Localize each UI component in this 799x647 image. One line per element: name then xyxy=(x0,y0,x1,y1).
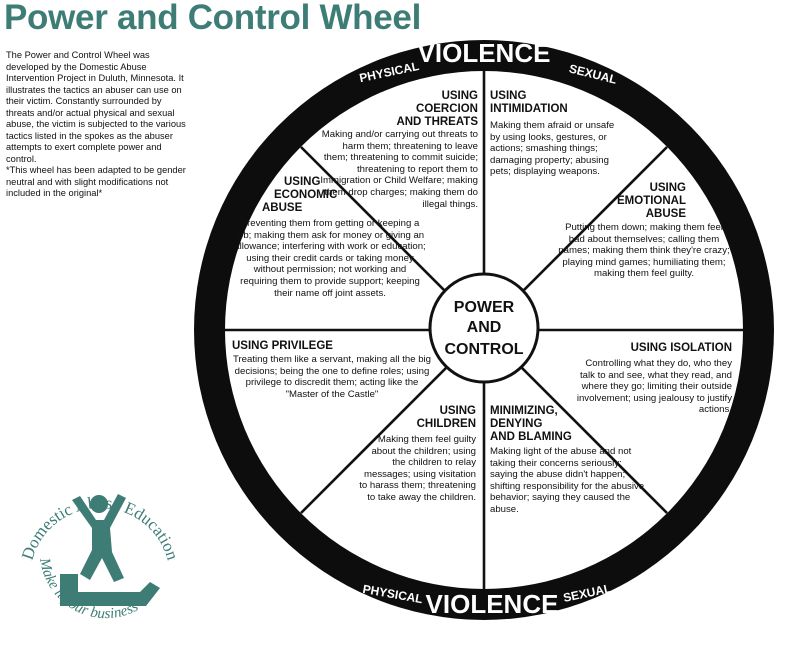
segment-intimidation-heading: USING INTIMIDATION xyxy=(490,90,625,116)
segment-privilege-heading-line: USING PRIVILEGE xyxy=(232,340,333,352)
segment-isolation-body: Controlling what they do, who they talk … xyxy=(576,358,732,416)
segment-economic: USING ECONOMIC ABUSE Preventing them fro… xyxy=(234,176,426,299)
segment-minimizing: MINIMIZING, DENYING AND BLAMING Making l… xyxy=(490,405,650,516)
segment-economic-heading: USING ECONOMIC ABUSE xyxy=(234,176,426,215)
segment-minimizing-heading-line: MINIMIZING, xyxy=(490,405,558,417)
dae-logo: Domestic Abuse Education Make it your bu… xyxy=(18,493,183,622)
segment-isolation-heading-line: USING ISOLATION xyxy=(630,342,732,354)
segment-minimizing-heading: MINIMIZING, DENYING AND BLAMING xyxy=(490,405,650,444)
segment-intimidation-body: Making them afraid or unsafe by using lo… xyxy=(490,120,615,178)
segment-emotional: USING EMOTIONAL ABUSE Putting them down;… xyxy=(556,182,732,280)
segment-emotional-heading-line: USING xyxy=(649,182,686,194)
rim-bottom-center-label: VIOLENCE xyxy=(426,589,559,619)
segment-intimidation: USING INTIMIDATION Making them afraid or… xyxy=(490,90,625,178)
segment-emotional-heading-line: ABUSE xyxy=(645,208,686,220)
segment-minimizing-heading-line: AND BLAMING xyxy=(490,431,572,443)
segment-economic-heading-line: USING xyxy=(284,176,321,188)
page-title: Power and Control Wheel xyxy=(4,0,422,37)
hub-line-2: AND xyxy=(467,319,502,336)
segment-coercion-heading-line: AND THREATS xyxy=(396,116,478,128)
segment-isolation-heading: USING ISOLATION xyxy=(560,342,732,355)
segment-economic-body: Preventing them from getting or keeping … xyxy=(234,218,426,299)
segment-intimidation-heading-line: USING xyxy=(490,90,527,102)
segment-intimidation-heading-line: INTIMIDATION xyxy=(490,103,568,115)
segment-isolation: USING ISOLATION Controlling what they do… xyxy=(560,342,732,416)
segment-emotional-heading: USING EMOTIONAL ABUSE xyxy=(556,182,732,221)
segment-emotional-body: Putting them down; making them feel bad … xyxy=(558,222,730,280)
segment-children: USING CHILDREN Making them feel guilty a… xyxy=(356,405,476,504)
segment-coercion: USING COERCION AND THREATS Making and/or… xyxy=(318,90,478,210)
segment-privilege-heading: USING PRIVILEGE xyxy=(232,340,432,353)
hub-line-1: POWER xyxy=(454,299,515,316)
segment-children-body: Making them feel guilty about the childr… xyxy=(359,434,476,503)
segment-economic-heading-line: ECONOMIC xyxy=(274,189,338,201)
logo-figure-icon xyxy=(60,494,160,606)
segment-coercion-heading-line: USING xyxy=(441,90,478,102)
segment-minimizing-heading-line: DENYING xyxy=(490,418,543,430)
intro-paragraph: The Power and Control Wheel was develope… xyxy=(6,50,186,164)
segment-privilege: USING PRIVILEGE Treating them like a ser… xyxy=(232,340,432,400)
wheel-hub xyxy=(428,272,540,384)
segment-coercion-body: Making and/or carrying out threats to ha… xyxy=(320,129,478,210)
segment-minimizing-body: Making light of the abuse and not taking… xyxy=(490,446,645,515)
segment-children-heading-line: CHILDREN xyxy=(416,418,476,430)
intro-note: *This wheel has been adapted to be gende… xyxy=(6,165,186,198)
segment-privilege-body: Treating them like a servant, making all… xyxy=(232,354,431,400)
hub-line-3: CONTROL xyxy=(444,341,523,358)
segment-coercion-heading: USING COERCION AND THREATS xyxy=(318,90,478,129)
segment-economic-heading-line: ABUSE xyxy=(262,202,303,214)
segment-coercion-heading-line: COERCION xyxy=(416,103,478,115)
segment-emotional-heading-line: EMOTIONAL xyxy=(617,195,686,207)
segment-children-heading-line: USING xyxy=(439,405,476,417)
intro-text: The Power and Control Wheel was develope… xyxy=(6,50,188,200)
rim-top-center-label: VIOLENCE xyxy=(418,38,551,68)
segment-children-heading: USING CHILDREN xyxy=(356,405,476,431)
